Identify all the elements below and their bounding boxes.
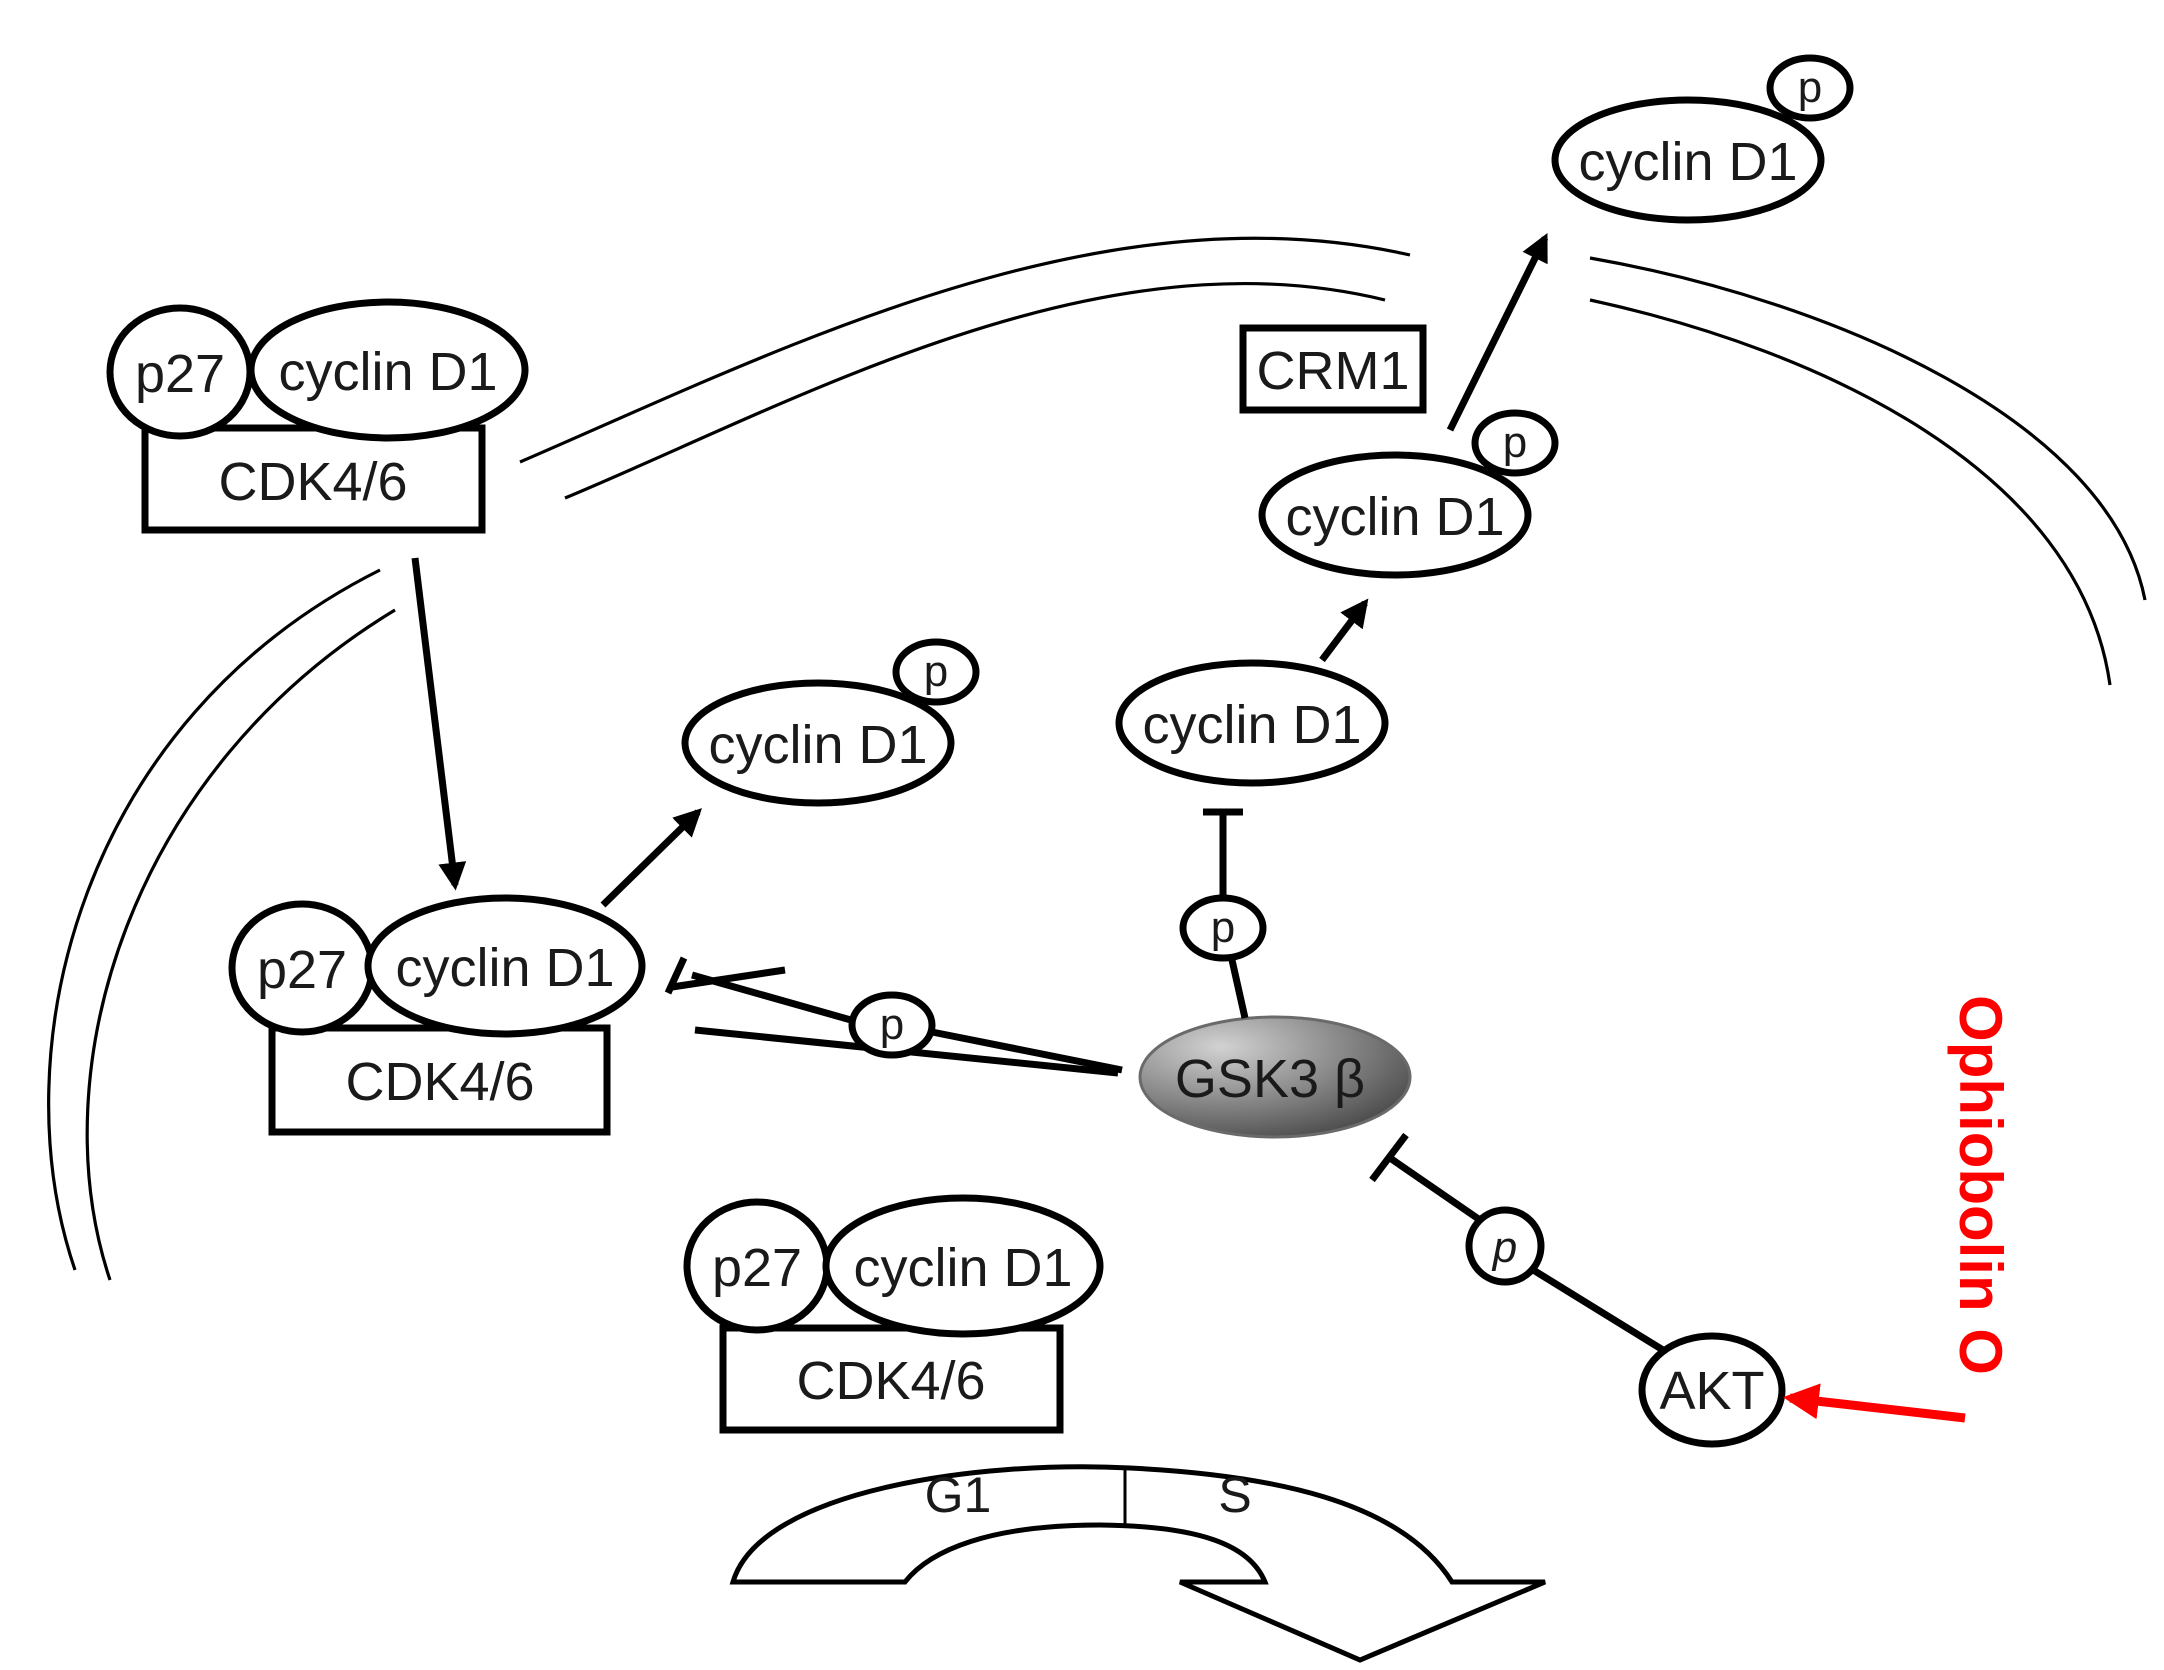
cyclin-d1-label: cyclin D1 bbox=[853, 1238, 1072, 1298]
gsk3b-oval bbox=[1138, 1015, 1412, 1139]
cdk46-box bbox=[719, 1324, 1064, 1434]
g1-s-arrow-shape bbox=[729, 1464, 1546, 1663]
complex-top-left: CDK4/6 p27 cyclin D1 bbox=[106, 298, 529, 534]
arrow-nuclear-export bbox=[1446, 232, 1549, 432]
cdk46-label: CDK4/6 bbox=[218, 452, 407, 512]
inhibit-bar-akt bbox=[1369, 1132, 1409, 1183]
arrow-release-cyclin bbox=[600, 808, 703, 908]
arrow-complex-to-complex bbox=[411, 557, 467, 891]
cyclin-d1-label: cyclin D1 bbox=[1578, 132, 1797, 192]
cyclin-d1-oval bbox=[247, 298, 529, 442]
arrow-phosphorylation bbox=[1319, 598, 1369, 663]
cyclin-d1-label: cyclin D1 bbox=[708, 715, 927, 775]
svg-text:p: p bbox=[1211, 903, 1235, 952]
drug-activation-arrow bbox=[1782, 1383, 1966, 1423]
cyclin-d1-label: cyclin D1 bbox=[1142, 695, 1361, 755]
cdk46-label: CDK4/6 bbox=[345, 1052, 534, 1112]
inhibit-line-left bbox=[691, 971, 859, 1026]
cyclin-d1-oval bbox=[1258, 451, 1532, 579]
cyclin-d1-oval bbox=[822, 1194, 1104, 1338]
phosphate-label: p bbox=[1503, 418, 1527, 467]
akt-oval bbox=[1638, 1332, 1786, 1448]
crm1-node: CRM1 bbox=[1239, 324, 1427, 414]
nuclear-membrane-right bbox=[1589, 256, 2147, 686]
cdk46-label: CDK4/6 bbox=[796, 1351, 985, 1411]
nuclear-membrane-top bbox=[519, 236, 1411, 500]
drug-label: Ophiobolin O bbox=[1947, 995, 2014, 1375]
cyclin-d1-oval bbox=[364, 894, 646, 1038]
cyclin-d1-label: cyclin D1 bbox=[395, 938, 614, 998]
p27-label: p27 bbox=[257, 940, 347, 1000]
phosphate-oval bbox=[892, 638, 980, 706]
phospho-cyclin-d1-top: cyclin D1 p bbox=[1551, 54, 1854, 224]
nuclear-membrane-left bbox=[47, 568, 396, 1281]
phosphate-oval bbox=[1766, 54, 1854, 122]
phospho-to-gsk-left bbox=[931, 1028, 1123, 1074]
svg-text:p: p bbox=[1491, 1223, 1517, 1272]
g1-label: G1 bbox=[925, 1467, 992, 1523]
p27-label: p27 bbox=[712, 1238, 802, 1298]
akt-node: AKT bbox=[1638, 1332, 1786, 1448]
phosphate-akt: p bbox=[1465, 1206, 1545, 1286]
phospho-cyclin-d1-upper: cyclin D1 p bbox=[1258, 409, 1559, 579]
cyclin-d1-label: cyclin D1 bbox=[278, 342, 497, 402]
cyclin-d1-label: cyclin D1 bbox=[1285, 487, 1504, 547]
svg-text:p: p bbox=[880, 1000, 904, 1049]
gsk3b-node: GSK3 β bbox=[1138, 1015, 1412, 1139]
cyclin-d1-oval bbox=[681, 679, 955, 807]
cell-cycle-arrow: G1 S bbox=[729, 1464, 1546, 1663]
crm1-label: CRM1 bbox=[1256, 341, 1409, 401]
complex-bottom: CDK4/6 p27 cyclin D1 bbox=[683, 1194, 1104, 1434]
complex-middle-left: CDK4/6 p27 cyclin D1 bbox=[228, 894, 646, 1136]
phosphate-label: p bbox=[1798, 63, 1822, 112]
phosphate-oval bbox=[1471, 409, 1559, 477]
s-label: S bbox=[1218, 1467, 1251, 1523]
cyclin-d1-oval bbox=[1551, 96, 1825, 224]
phosphate-up: p bbox=[1179, 894, 1267, 962]
inhibit-bar-left bbox=[664, 956, 688, 995]
phosphate-left: p bbox=[848, 991, 936, 1059]
p27-label: p27 bbox=[135, 344, 225, 404]
gsk-to-phospho-up bbox=[1228, 959, 1249, 1019]
crm1-box bbox=[1239, 324, 1427, 414]
gsk3b-label: GSK3 β bbox=[1175, 1049, 1365, 1109]
akt-label: AKT bbox=[1659, 1361, 1764, 1421]
phosphate-label: p bbox=[924, 647, 948, 696]
cyclin-d1-free: cyclin D1 bbox=[1115, 659, 1389, 787]
cyclin-d1-oval bbox=[1115, 659, 1389, 787]
akt-to-phospho bbox=[1528, 1265, 1665, 1353]
phospho-cyclin-d1-middle: cyclin D1 p bbox=[681, 638, 980, 807]
cdk46-box bbox=[141, 424, 486, 534]
inhibit-line-akt bbox=[1388, 1155, 1482, 1223]
